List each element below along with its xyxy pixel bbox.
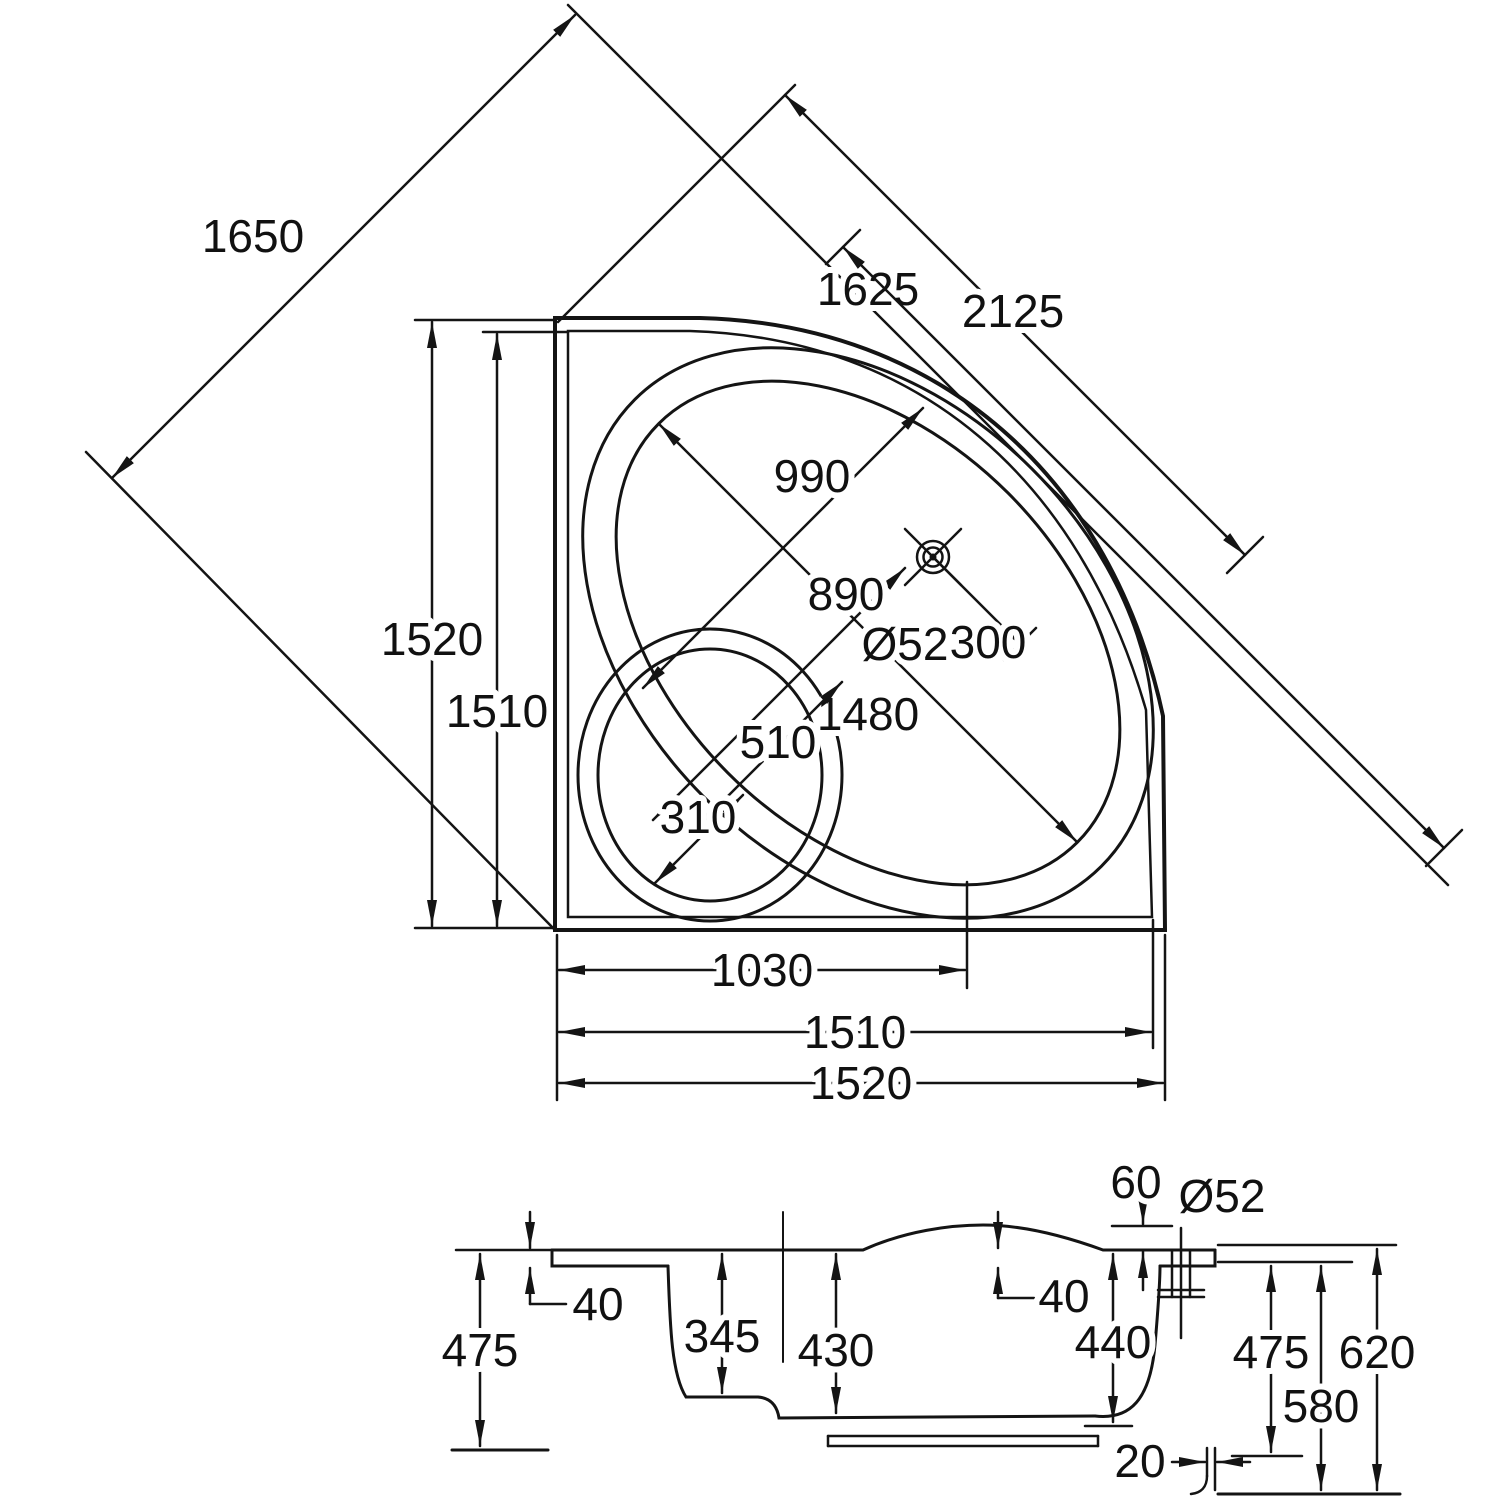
extension-line-rim-diagonal [556, 83, 797, 324]
dim-1480-label: 1480 [817, 688, 919, 740]
deck-left-lip [550, 1248, 670, 1268]
dim-60: 60 [1104, 1150, 1168, 1292]
dim-1510-left-label: 1510 [446, 685, 548, 737]
dim-310: 310 [654, 785, 745, 885]
dim-1520-left-label: 1520 [381, 613, 483, 665]
dim-475-right: 475 [1227, 1264, 1315, 1454]
dim-40-left-label: 40 [572, 1278, 623, 1330]
dim-890: 890 [651, 562, 907, 822]
basin-profile [666, 1264, 1097, 1420]
outlet-pipe [1189, 1446, 1217, 1496]
dim-510-label: 510 [740, 716, 817, 768]
deck-top-profile [550, 1223, 1217, 1252]
dim-40-right: 40 [993, 1210, 1096, 1328]
dim-430: 430 [792, 1252, 880, 1415]
dim-1520-bottom: 1520 [557, 1051, 1165, 1115]
dim-580-label: 580 [1283, 1380, 1360, 1432]
dim-440: 440 [1069, 1252, 1157, 1424]
plan-drain-diameter-label: Ø52 [862, 618, 949, 670]
dim-440-label: 440 [1075, 1316, 1152, 1368]
dim-430-label: 430 [798, 1324, 875, 1376]
dim-40-right-label: 40 [1038, 1270, 1089, 1322]
dim-310-label: 310 [660, 791, 737, 843]
dim-510: 510 [696, 680, 844, 828]
dim-990-label: 990 [774, 450, 851, 502]
dim-20-label: 20 [1114, 1435, 1165, 1487]
dim-890-label: 890 [808, 568, 885, 620]
dim-2125-label: 2125 [962, 285, 1064, 337]
extension-line-corner [84, 450, 557, 932]
dim-1520-bottom-label: 1520 [810, 1057, 912, 1109]
dim-2125: 2125 [841, 245, 1446, 850]
dim-1510-bottom: 1510 [557, 1000, 1153, 1064]
dim-580: 580 [1277, 1264, 1365, 1492]
dim-1650: 1650 [110, 13, 577, 480]
dim-20: 20 [1108, 1429, 1252, 1493]
dim-1650-label: 1650 [202, 210, 304, 262]
deck-right-edge [1158, 1248, 1217, 1268]
dim-475-left-label: 475 [442, 1324, 519, 1376]
right-wall-profile [1093, 1264, 1162, 1418]
dim-300-label: 300 [950, 616, 1027, 668]
dim-475-right-label: 475 [1233, 1326, 1310, 1378]
section-view: 475 40 345 430 40 60 Ø52 [436, 1150, 1421, 1496]
dim-475-left: 475 [436, 1252, 524, 1448]
section-drain-diameter-label: Ø52 [1179, 1170, 1266, 1222]
support-frame [826, 1434, 1100, 1448]
extension-line-outer-diagonal [566, 3, 1450, 887]
dim-345-label: 345 [684, 1310, 761, 1362]
dim-1030: 1030 [557, 938, 967, 1002]
seat-basin-outer [576, 627, 844, 923]
dim-1510-bottom-label: 1510 [804, 1006, 906, 1058]
dim-40-left: 40 [525, 1210, 630, 1336]
dim-620-label: 620 [1339, 1326, 1416, 1378]
section-drain-icon [1156, 1226, 1206, 1340]
dim-1030-label: 1030 [711, 944, 813, 996]
dim-1510-left: 1510 [440, 332, 554, 928]
seat-basin-inner [596, 647, 824, 903]
dim-60-label: 60 [1110, 1156, 1161, 1208]
dim-345: 345 [678, 1252, 766, 1395]
dim-300: 300 [931, 555, 1038, 674]
dim-620: 620 [1333, 1247, 1421, 1492]
dim-1520-left: 1520 [375, 320, 489, 928]
plan-view: 1650 1625 2125 990 1480 890 510 3 [84, 3, 1464, 1115]
